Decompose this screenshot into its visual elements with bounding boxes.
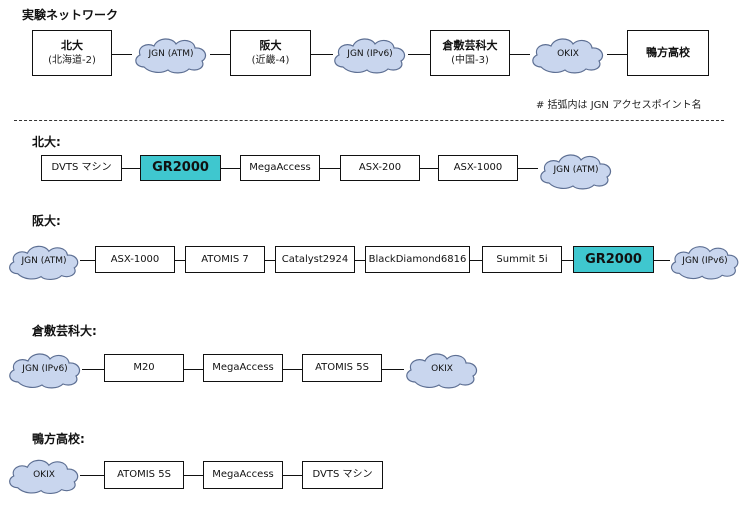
site-name: 北大 — [61, 38, 83, 52]
device-box-highlight: GR2000 — [573, 246, 654, 273]
link — [282, 475, 304, 476]
link — [382, 369, 404, 370]
link — [282, 369, 304, 370]
link — [607, 54, 629, 55]
site-ap: (北海道-2) — [48, 54, 96, 66]
cloud-icon — [334, 38, 406, 74]
cloud-jgn-ipv6: JGN (IPv6) — [4, 346, 86, 392]
cloud-okix: OKIX — [527, 33, 609, 75]
cloud-label: JGN (IPv6) — [682, 256, 728, 266]
overview-title: 実験ネットワーク — [22, 8, 119, 22]
cloud-jgn-atm: JGN (ATM) — [535, 148, 617, 192]
cloud-label: JGN (IPv6) — [22, 364, 68, 374]
device-box: DVTS マシン — [41, 155, 122, 181]
cloud-label: OKIX — [33, 470, 55, 480]
device-box: ASX-1000 — [438, 155, 518, 181]
link — [518, 168, 538, 169]
link — [80, 475, 106, 476]
link — [80, 260, 97, 261]
cloud-icon — [9, 353, 81, 389]
cloud-label: JGN (ATM) — [148, 49, 194, 59]
cloud-icon — [540, 154, 612, 190]
section-title-hokudai: 北大: — [32, 135, 61, 149]
site-ap: (中国-3) — [451, 54, 489, 66]
link — [320, 168, 340, 169]
device-box: Summit 5i — [482, 246, 562, 273]
link — [122, 168, 142, 169]
cloud-jgn-atm: JGN (ATM) — [130, 33, 212, 75]
cloud-icon — [670, 246, 739, 280]
section-title-kamogata: 鴨方高校: — [32, 432, 85, 446]
cloud-icon — [406, 353, 478, 389]
link — [82, 369, 106, 370]
device-box: ATOMIS 5S — [302, 354, 382, 382]
link — [311, 54, 333, 55]
cloud-icon — [135, 38, 207, 74]
site-name: 阪大 — [259, 38, 282, 52]
cloud-label: JGN (IPv6) — [347, 49, 393, 59]
section-divider — [14, 120, 724, 121]
cloud-okix: OKIX — [401, 346, 483, 392]
device-box: DVTS マシン — [302, 461, 383, 489]
link — [408, 54, 430, 55]
device-box: ASX-200 — [340, 155, 420, 181]
cloud-okix: OKIX — [4, 452, 84, 498]
cloud-jgn-ipv6: JGN (IPv6) — [329, 33, 411, 75]
section-title-kurashiki: 倉敷芸科大: — [32, 324, 97, 338]
device-box: Catalyst2924 — [275, 246, 355, 273]
device-box: MegaAccess — [203, 461, 283, 489]
cloud-label: JGN (ATM) — [21, 256, 67, 266]
device-box: MegaAccess — [203, 354, 283, 382]
link — [420, 168, 438, 169]
cloud-label: OKIX — [431, 364, 453, 374]
cloud-jgn-ipv6: JGN (IPv6) — [666, 238, 744, 284]
device-box: ASX-1000 — [95, 246, 175, 273]
cloud-icon — [9, 459, 79, 494]
legend-note: # 括弧内は JGN アクセスポイント名 — [536, 100, 702, 111]
device-box: BlackDiamond6816 — [365, 246, 470, 273]
cloud-jgn-atm: JGN (ATM) — [4, 238, 84, 284]
site-box-handai: 阪大 (近畿-4) — [230, 30, 311, 76]
site-box-kurashiki: 倉敷芸科大 (中国-3) — [430, 30, 510, 76]
site-box-kamogata: 鴨方高校 — [627, 30, 709, 76]
device-box: ATOMIS 5S — [104, 461, 184, 489]
link — [184, 475, 204, 476]
device-box: ATOMIS 7 — [185, 246, 265, 273]
link — [654, 260, 670, 261]
section-title-handai: 阪大: — [32, 214, 61, 228]
device-box-highlight: GR2000 — [140, 155, 221, 181]
link — [112, 54, 132, 55]
cloud-icon — [532, 38, 604, 74]
site-name: 倉敷芸科大 — [442, 38, 498, 52]
cloud-label: JGN (ATM) — [553, 165, 599, 175]
cloud-label: OKIX — [557, 49, 579, 59]
link — [355, 260, 365, 261]
link — [175, 260, 185, 261]
link — [562, 260, 573, 261]
site-name: 鴨方高校 — [646, 45, 690, 59]
link — [184, 369, 204, 370]
link — [265, 260, 275, 261]
device-box: MegaAccess — [240, 155, 320, 181]
cloud-icon — [9, 245, 79, 280]
link — [470, 260, 482, 261]
link — [510, 54, 530, 55]
device-box: M20 — [104, 354, 184, 382]
link — [210, 54, 230, 55]
site-ap: (近畿-4) — [251, 54, 290, 66]
link — [220, 168, 240, 169]
site-box-hokudai: 北大 (北海道-2) — [32, 30, 112, 76]
